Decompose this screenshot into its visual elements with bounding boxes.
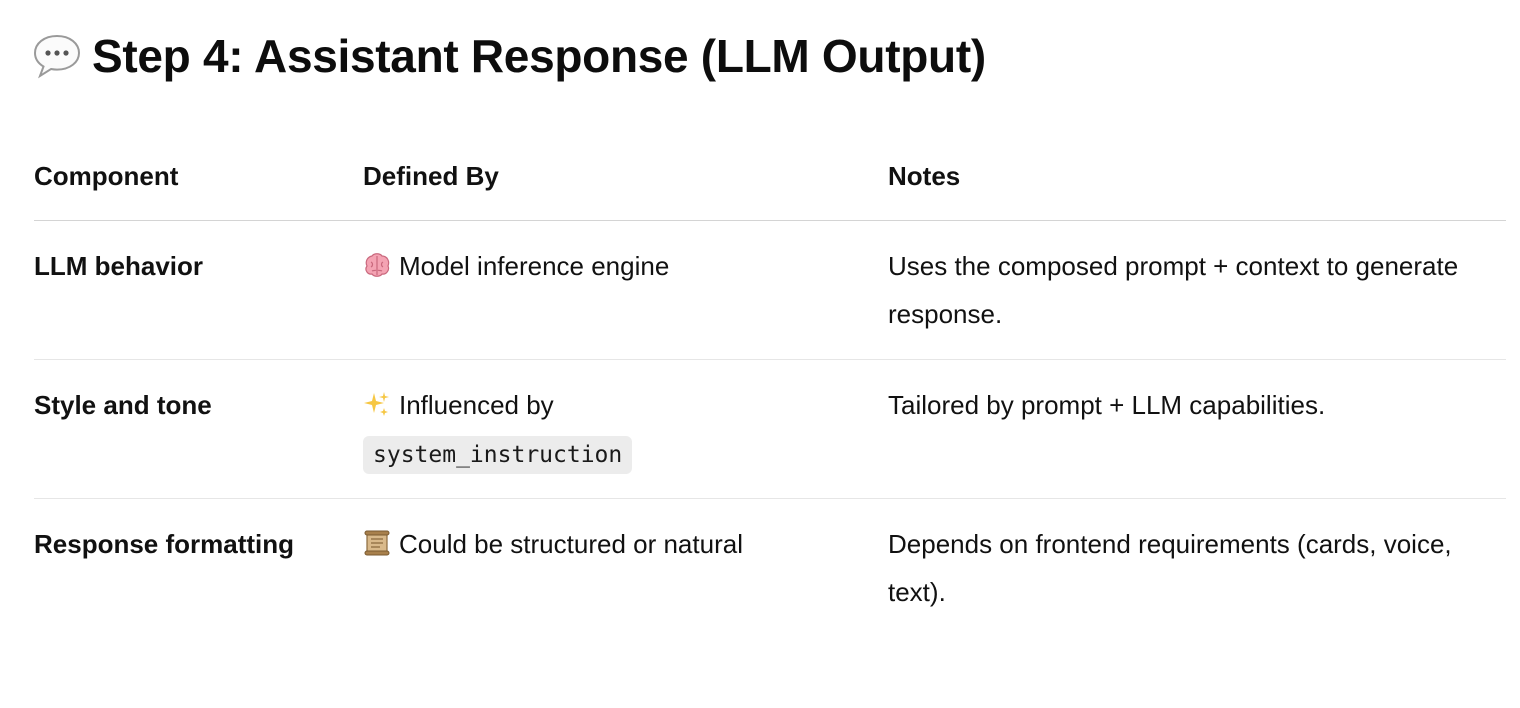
cell-component: LLM behavior (34, 251, 204, 281)
inline-code: system_instruction (363, 436, 633, 474)
cell-defined-by: Model inference engine (363, 221, 888, 359)
section-heading: Step 4: Assistant Response (LLM Output) (33, 26, 986, 86)
brain-icon (365, 253, 390, 277)
response-table: Component Defined By Notes LLM behavior … (34, 148, 1506, 637)
cell-notes: Uses the composed prompt + context to ge… (888, 251, 1459, 329)
speech-bubble-icon (33, 34, 81, 79)
table-header-row: Component Defined By Notes (34, 148, 1506, 221)
cell-component: Style and tone (34, 390, 212, 420)
cell-notes: Depends on frontend requirements (cards,… (888, 529, 1452, 607)
section-heading-text: Step 4: Assistant Response (LLM Output) (92, 30, 986, 82)
defined-by-text: Model inference engine (399, 251, 670, 281)
sparkles-icon (364, 392, 389, 416)
cell-component: Response formatting (34, 529, 295, 559)
cell-notes: Tailored by prompt + LLM capabilities. (888, 390, 1326, 420)
column-header-component: Component (34, 161, 179, 191)
table-row: Response formatting Could be structured … (34, 499, 1506, 637)
scroll-icon (364, 530, 390, 556)
table-row: LLM behavior Model inference engine Uses… (34, 221, 1506, 360)
cell-defined-by: Could be structured or natural (363, 499, 888, 637)
table-row: Style and tone Influenced by system_inst… (34, 360, 1506, 499)
defined-by-text: Could be structured or natural (399, 529, 743, 559)
column-header-notes: Notes (888, 161, 961, 191)
defined-by-text: Influenced by (399, 390, 554, 420)
cell-defined-by: Influenced by system_instruction (363, 360, 888, 498)
column-header-defined-by: Defined By (363, 161, 499, 191)
